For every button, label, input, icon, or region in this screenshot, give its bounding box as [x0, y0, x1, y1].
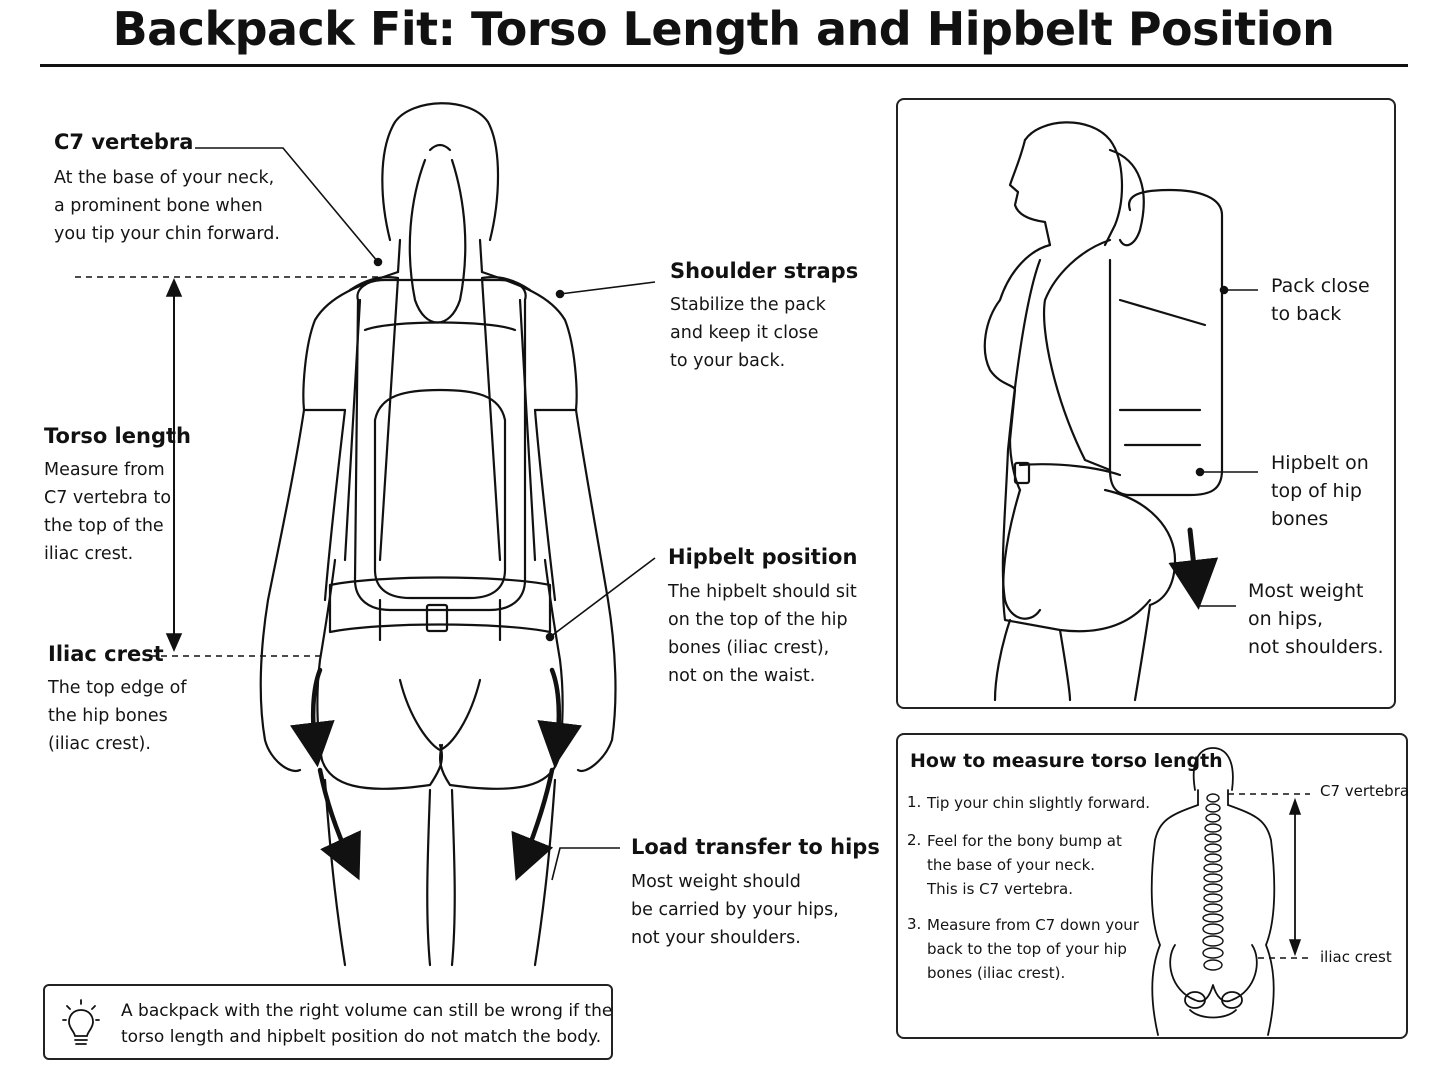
hipbelt-description: The hipbelt should sit on the top of the…	[668, 582, 857, 686]
vertebrae	[1202, 793, 1224, 971]
load-heading: Load transfer to hips	[631, 835, 880, 859]
pack-close-label: Pack close to back	[1271, 275, 1370, 325]
right-arm	[574, 408, 617, 773]
step-1-text: Tip your chin slightly forward.	[927, 794, 1151, 812]
weight-label: Most weight on hips, not shoulders.	[1248, 580, 1384, 658]
right-shoulder-strap	[480, 276, 532, 562]
iliac-heading: Iliac crest	[48, 642, 164, 666]
step-3-text: Measure from C7 down your back to the to…	[927, 916, 1139, 982]
torso-description: Measure from C7 vertebra to the top of t…	[44, 460, 172, 564]
shorts	[320, 743, 444, 790]
measure-iliac-label: iliac crest	[1320, 948, 1392, 966]
hipbelt	[328, 576, 552, 634]
shoulder-description: Stabilize the pack and keep it close to …	[670, 295, 826, 371]
load-description: Most weight should be carried by your hi…	[631, 872, 839, 948]
shoulder-leader	[559, 281, 656, 295]
side-view-panel	[896, 98, 1396, 709]
hipbelt-on-label: Hipbelt on top of hip bones	[1271, 452, 1369, 530]
spine-illustration	[1150, 747, 1276, 1036]
step-2-text: Feel for the bony bump at the base of yo…	[927, 832, 1122, 898]
c7-description: At the base of your neck, a prominent bo…	[54, 168, 280, 244]
hipbelt-heading: Hipbelt position	[668, 545, 858, 569]
c7-leader	[195, 147, 379, 263]
right-leg	[533, 778, 557, 967]
c7-heading: C7 vertebra	[54, 130, 194, 154]
backpack-body	[353, 278, 527, 612]
side-weight-arrow	[1168, 527, 1219, 610]
load-leader	[551, 847, 620, 881]
torso-outline	[302, 270, 400, 412]
step-1-number: 1.	[907, 793, 922, 811]
load-arrow-left-upper	[289, 667, 335, 768]
tip-box: A backpack with the right volume can sti…	[43, 984, 613, 1060]
load-arrow-right-lower	[511, 767, 555, 881]
title-divider	[40, 64, 1408, 67]
measure-c7-label: C7 vertebra	[1320, 782, 1410, 800]
tip-text: A backpack with the right volume can sti…	[121, 1001, 613, 1047]
backpack-panel	[373, 388, 507, 600]
load-arrow-left-lower	[317, 767, 361, 881]
page-title: Backpack Fit: Torso Length and Hipbelt P…	[112, 2, 1335, 56]
step-2-number: 2.	[907, 831, 922, 849]
iliac-description: The top edge of the hip bones (iliac cre…	[48, 678, 187, 754]
left-arm	[259, 408, 306, 773]
load-arrow-right-upper	[537, 667, 583, 768]
ponytail	[408, 158, 467, 324]
hipbelt-leader	[549, 557, 656, 638]
measure-panel	[896, 733, 1408, 1039]
torso-heading: Torso length	[44, 424, 191, 448]
measure-title: How to measure torso length	[910, 750, 1223, 772]
side-view-illustration	[983, 121, 1224, 702]
left-shoulder-strap	[348, 276, 400, 562]
step-3-number: 3.	[907, 915, 922, 933]
shoulder-heading: Shoulder straps	[670, 259, 859, 283]
lightbulb-icon	[62, 999, 100, 1045]
head-outline	[381, 102, 500, 242]
